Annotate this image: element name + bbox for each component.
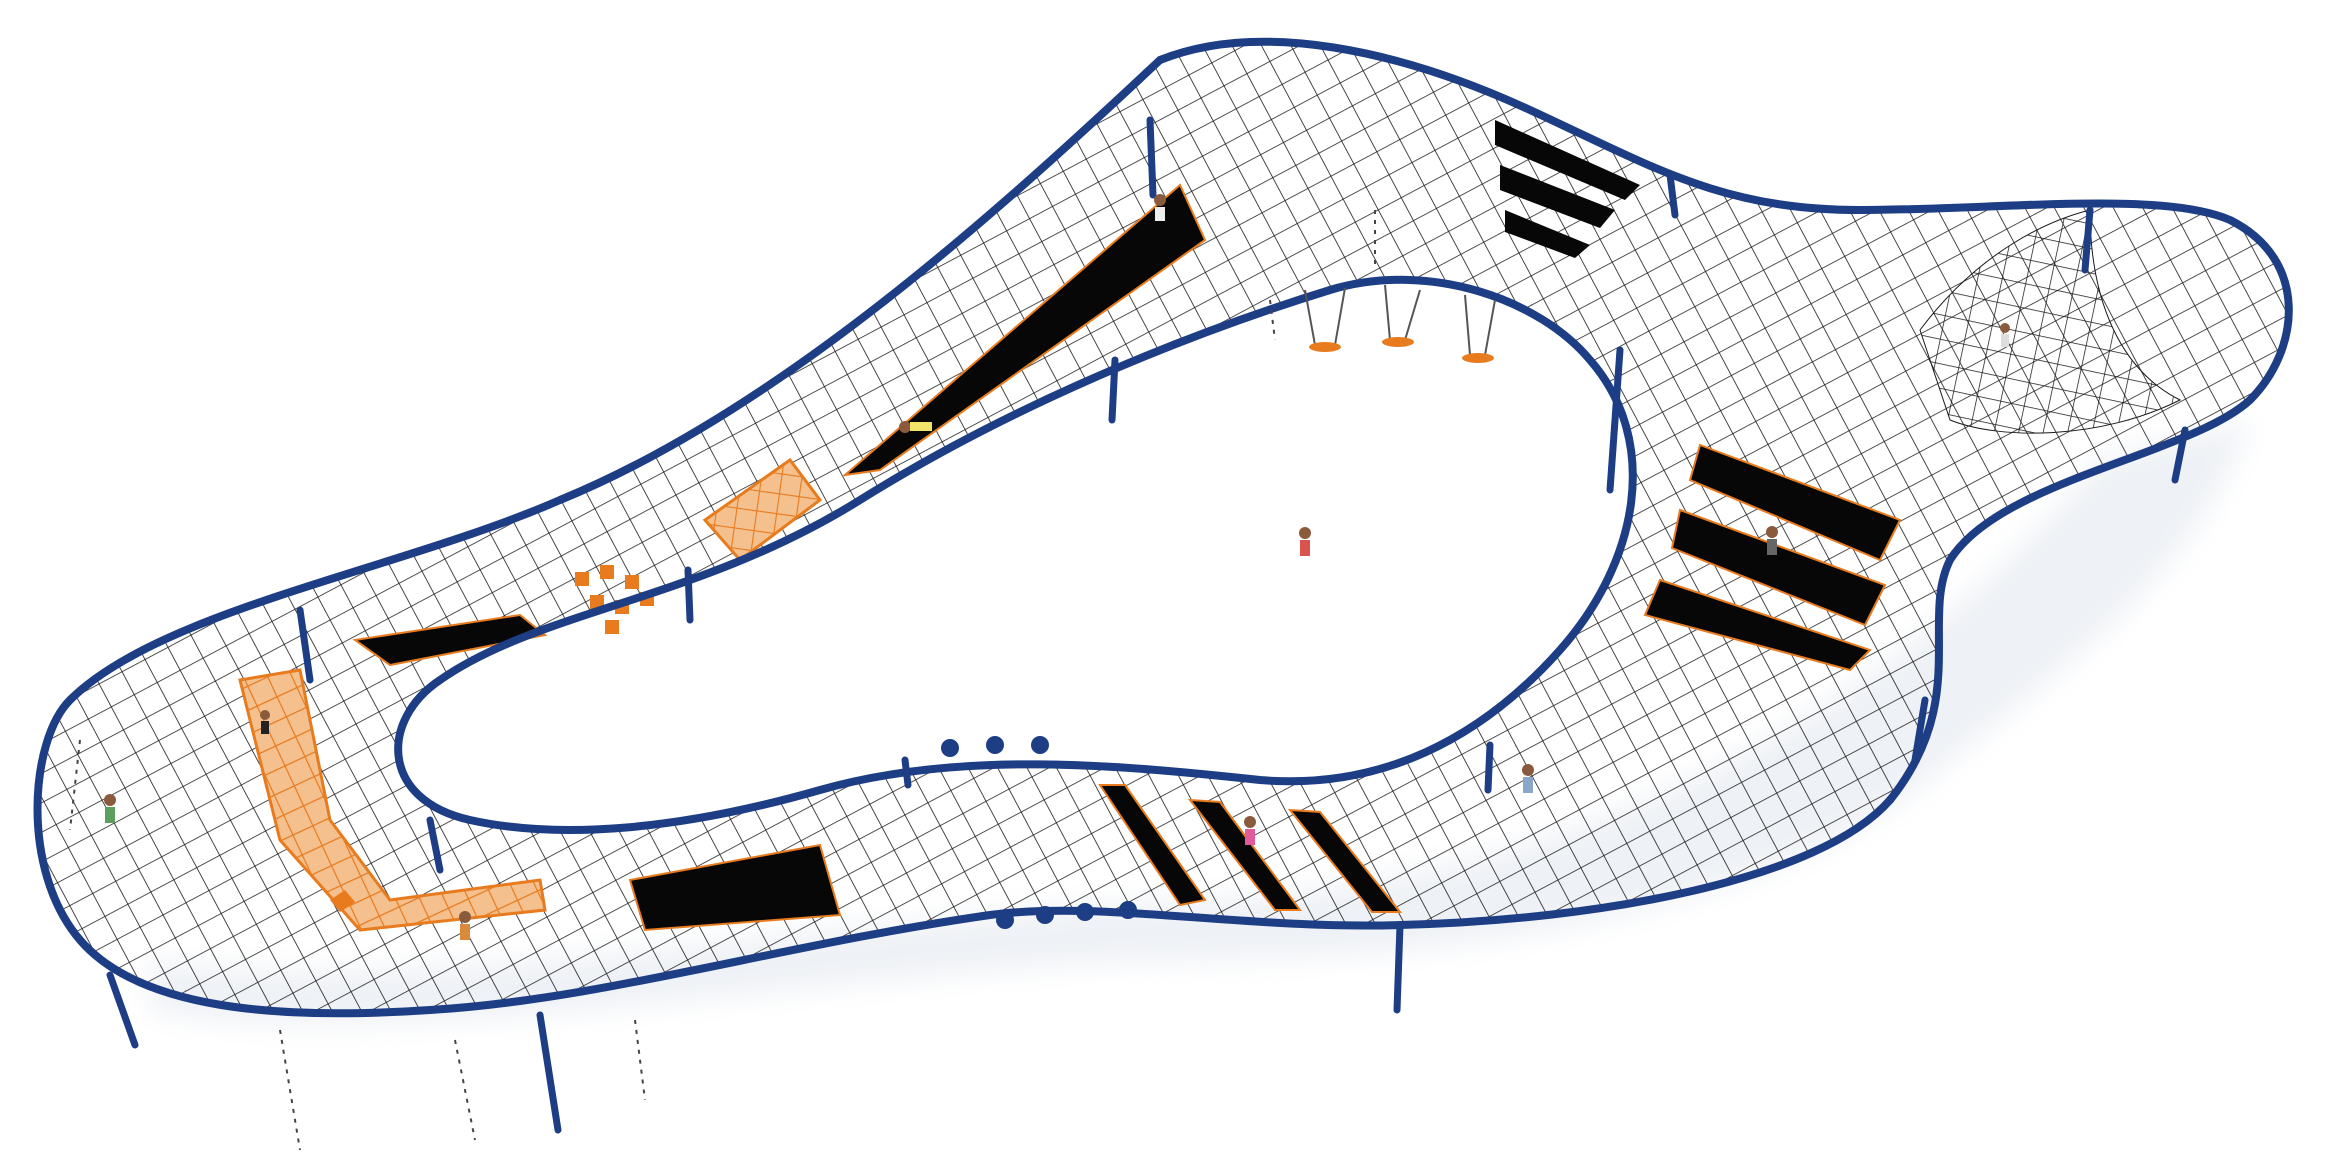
rope-path-left	[238, 668, 547, 932]
trampoline-right-2	[1670, 508, 1887, 627]
trampoline-top-3	[1505, 210, 1590, 258]
trampoline-stripe-3	[1287, 808, 1403, 913]
trampoline-right-3	[1643, 578, 1872, 672]
child-figure-far-right	[2000, 323, 2010, 347]
net-surface	[37, 41, 2289, 1014]
hanging-ropes	[69, 210, 1376, 1151]
swing-seat-3	[1462, 353, 1494, 363]
trampoline-stripe-2	[1187, 798, 1302, 911]
trampoline-panels	[352, 120, 1902, 932]
child-figure-lying	[899, 421, 932, 433]
child-figure-rope	[459, 911, 471, 940]
trampoline-right-1	[1688, 443, 1902, 562]
child-figure-center	[1299, 527, 1311, 556]
trampoline-top-2	[1500, 165, 1615, 228]
right-net-wing	[1919, 209, 2182, 434]
child-figure-rope-left	[260, 710, 270, 734]
child-figures	[104, 194, 2010, 940]
trampoline-left-small	[352, 613, 548, 667]
rope-pad-middle	[702, 457, 823, 563]
trampoline-stripe-1	[1098, 784, 1207, 907]
frame-inner-rail	[394, 275, 1637, 834]
swing-seat-2	[1382, 337, 1414, 347]
child-figure-left	[104, 794, 116, 823]
frame-outer-rail	[1156, 37, 2293, 804]
post-caps	[941, 736, 1137, 929]
child-figure-top	[1154, 194, 1166, 221]
trampoline-top-1	[1495, 120, 1640, 200]
support-posts	[106, 116, 2189, 1134]
swings	[1304, 284, 1496, 363]
child-figure-front	[1244, 816, 1256, 845]
swing-seat-1	[1309, 342, 1341, 352]
child-figure-right	[1766, 526, 1778, 555]
trampoline-long-diagonal	[841, 183, 1207, 477]
blue-frame	[33, 37, 2293, 1018]
trampoline-front-left	[628, 843, 842, 932]
frame-bottom-rail	[33, 56, 1894, 1018]
child-figure-mid	[1522, 764, 1534, 793]
